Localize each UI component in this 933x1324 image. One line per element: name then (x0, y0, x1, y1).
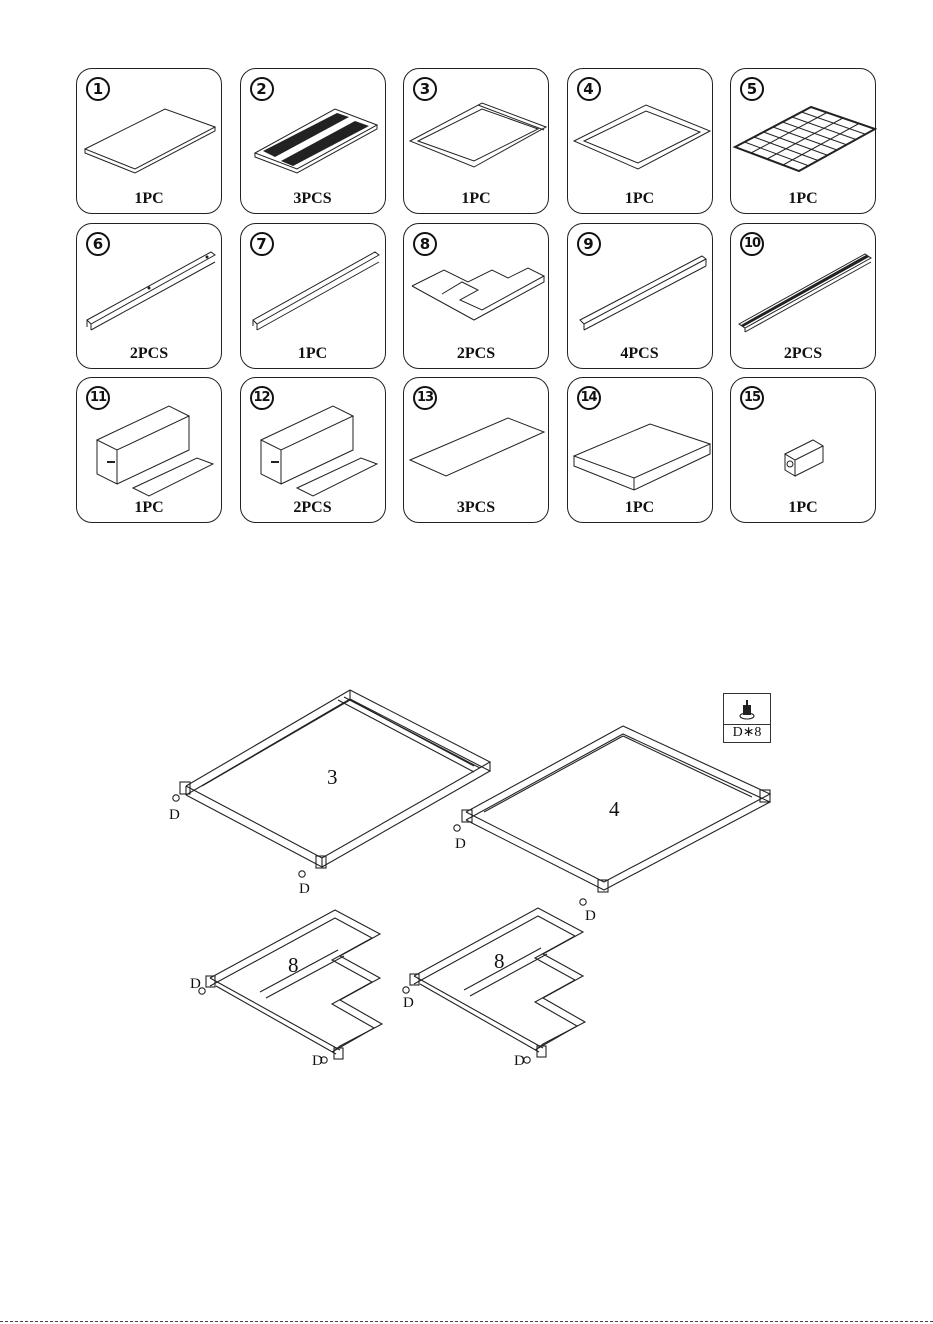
frame-4-label: 4 (609, 797, 620, 821)
hardware-count: D∗8 (724, 724, 770, 742)
leveling-foot-icon (724, 696, 770, 726)
frame-8-left-label: 8 (288, 953, 299, 977)
foot-label: D (585, 908, 596, 924)
foot-label: D (299, 881, 310, 897)
frame-3-label: 3 (327, 765, 338, 789)
frame-8-right (410, 908, 585, 1057)
frame-8-left (206, 910, 382, 1059)
foot-label: D (312, 1053, 323, 1069)
foot-label: D (169, 807, 180, 823)
foot-label: D (455, 836, 466, 852)
foot-label: D (403, 995, 414, 1011)
foot-label: D (514, 1053, 525, 1069)
foot-label: D (190, 976, 201, 992)
frame-8-right-label: 8 (494, 949, 505, 973)
hardware-panel: D∗8 (723, 693, 771, 743)
